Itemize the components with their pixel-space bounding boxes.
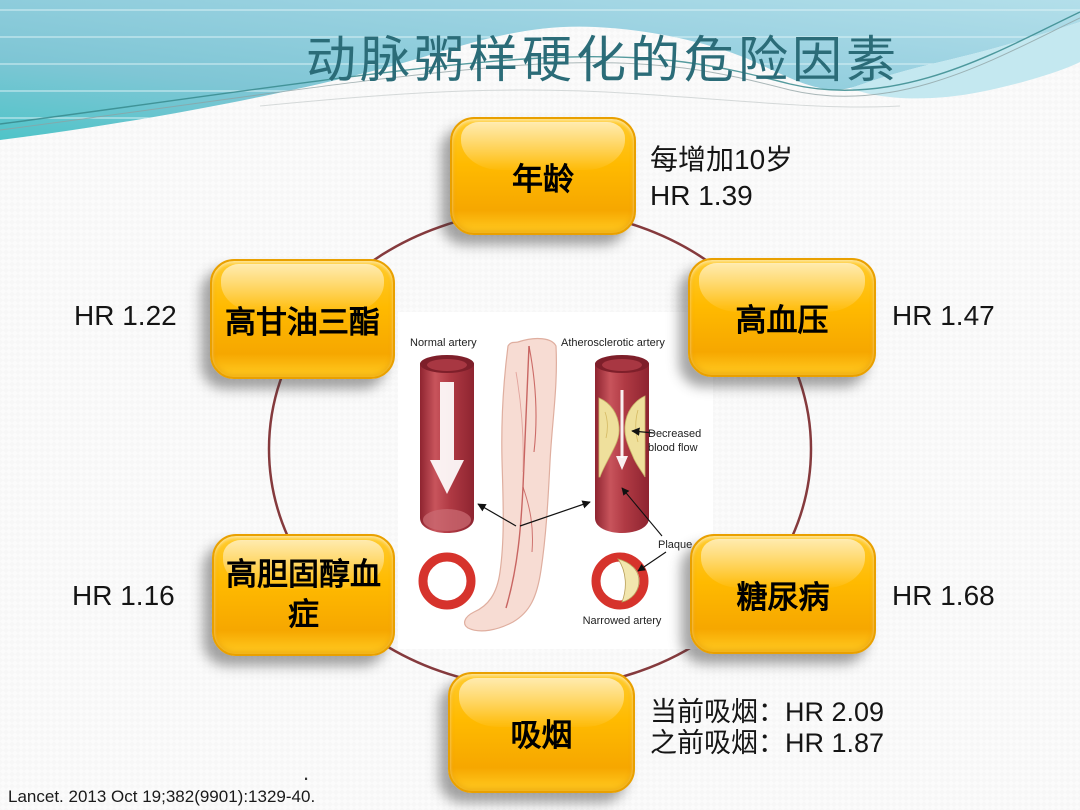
- hypertension-hr-note: HR 1.47: [892, 300, 995, 331]
- header-teal-curve-line: [0, 11, 1080, 125]
- factor-label-cholesterol: 高胆固醇血症: [226, 556, 381, 632]
- age-hr-note-line1: 每增加10岁: [650, 144, 794, 175]
- stray-dot: .: [303, 760, 310, 785]
- factor-box-age: 年龄: [450, 117, 636, 235]
- age-hr-note-line2: HR 1.39: [650, 180, 753, 211]
- age-hr-note: 每增加10岁 HR 1.39: [650, 142, 793, 214]
- normal-artery-label: Normal artery: [410, 337, 477, 349]
- smoking-hr-note: 当前吸烟：HR 2.09 之前吸烟：HR 1.87: [650, 697, 884, 759]
- smoking-hr-note-line2: 之前吸烟：HR 1.87: [650, 728, 885, 758]
- factor-box-hypertension: 高血压: [688, 258, 876, 377]
- narrowed-artery-label: Narrowed artery: [583, 615, 662, 627]
- factor-box-triglycerides: 高甘油三酯: [210, 259, 395, 379]
- factor-box-diabetes: 糖尿病: [690, 534, 876, 654]
- normal-artery-tube: [420, 355, 474, 533]
- decreased-flow-label-line1: Decreased: [648, 428, 701, 440]
- factor-label-triglycerides: 高甘油三酯: [225, 304, 380, 340]
- header-light-band: [850, 22, 1080, 99]
- decreased-flow-label-line2: blood flow: [648, 442, 698, 454]
- page-title: 动脉粥样硬化的危险因素: [306, 32, 900, 88]
- citation-text: Lancet. 2013 Oct 19;382(9901):1329-40.: [8, 787, 316, 806]
- cholesterol-hr-note: HR 1.16: [72, 580, 175, 611]
- plaque-label: Plaque: [658, 539, 692, 551]
- factor-label-hypertension: 高血压: [735, 303, 829, 338]
- header-wave-decoration: [0, 0, 1080, 140]
- artery-illustration-svg: Normal artery Atherosclerotic artery: [398, 312, 713, 649]
- smoking-hr-note-line1: 当前吸烟：HR 2.09: [650, 697, 885, 727]
- normal-artery-cross-section: [418, 552, 476, 610]
- header-gray-curve-line: [0, 17, 1080, 131]
- diabetes-hr-note: HR 1.68: [892, 580, 995, 611]
- atherosclerotic-artery-tube: [595, 355, 649, 533]
- factor-box-smoking: 吸烟: [448, 672, 635, 793]
- atherosclerotic-artery-label: Atherosclerotic artery: [561, 337, 665, 349]
- artery-illustration: Normal artery Atherosclerotic artery: [398, 312, 713, 649]
- factor-label-diabetes: 糖尿病: [736, 579, 830, 615]
- header-faint-curve-line: [259, 89, 901, 108]
- header-blue-band: [0, 0, 1080, 140]
- factor-box-cholesterol: 高胆固醇血症: [212, 534, 395, 656]
- factor-label-age: 年龄: [512, 161, 574, 197]
- factor-label-smoking: 吸烟: [510, 718, 573, 753]
- triglycerides-hr-note: HR 1.22: [74, 300, 177, 331]
